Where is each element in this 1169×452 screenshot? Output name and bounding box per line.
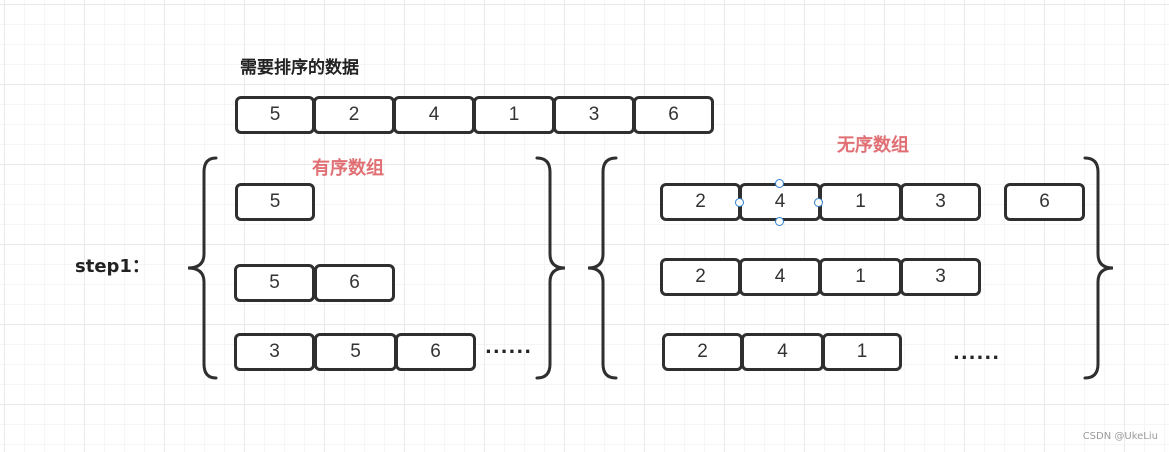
unsorted-cell[interactable]: 1 (822, 333, 902, 371)
unsorted-cell[interactable]: 1 (819, 258, 902, 296)
selection-handle-left[interactable] (735, 198, 744, 207)
unsorted-right-brace (1083, 156, 1114, 380)
sorted-ellipsis: ...... (485, 337, 533, 358)
selection-handle-bottom[interactable] (775, 217, 784, 226)
selection-handle-right[interactable] (814, 198, 823, 207)
input-cell[interactable]: 1 (473, 96, 555, 134)
unsorted-cell[interactable]: 1 (819, 183, 902, 221)
unsorted-left-brace (587, 156, 618, 380)
sorted-array-label: 有序数组 (312, 158, 384, 179)
selection-handle-top[interactable] (775, 179, 784, 188)
unsorted-cell[interactable]: 3 (900, 258, 981, 296)
sorted-cell[interactable]: 6 (395, 333, 476, 371)
unsorted-cell[interactable]: 2 (662, 333, 743, 371)
extracted-cell[interactable]: 6 (1004, 183, 1085, 221)
diagram-title: 需要排序的数据 (240, 58, 359, 78)
unsorted-cell[interactable]: 3 (900, 183, 981, 221)
input-cell[interactable]: 4 (393, 96, 475, 134)
sorted-cell[interactable]: 3 (234, 333, 315, 371)
sorted-cell[interactable]: 5 (234, 264, 315, 302)
unsorted-cell[interactable]: 4 (741, 333, 824, 371)
sorted-cell[interactable]: 5 (314, 333, 397, 371)
unsorted-array-label: 无序数组 (837, 135, 909, 156)
unsorted-cell[interactable]: 4 (739, 258, 821, 296)
unsorted-cell-selected[interactable]: 4 (739, 183, 821, 221)
input-cell[interactable]: 6 (633, 96, 714, 134)
sorted-cell[interactable]: 5 (235, 183, 315, 221)
unsorted-cell[interactable]: 2 (660, 258, 741, 296)
sorted-left-brace (187, 156, 218, 380)
unsorted-ellipsis: ...... (953, 343, 1001, 364)
watermark: CSDN @UkeLiu (1082, 431, 1158, 442)
sorted-cell[interactable]: 6 (314, 264, 395, 302)
step-label: step1： (75, 256, 150, 277)
sorted-right-brace (535, 156, 566, 380)
unsorted-cell[interactable]: 2 (660, 183, 741, 221)
